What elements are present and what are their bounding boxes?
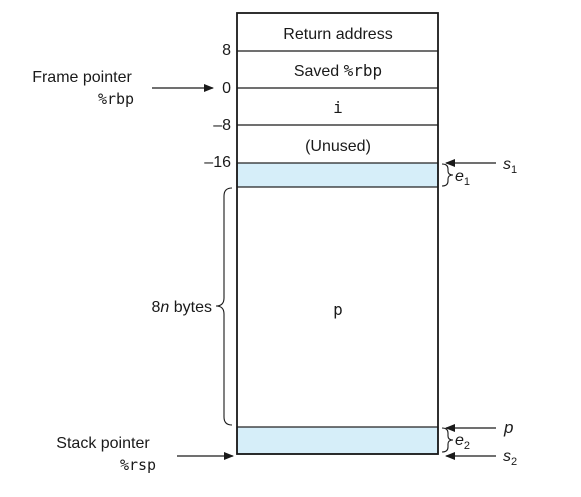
frame-pointer-register: %rbp xyxy=(98,90,134,108)
e2-label: e2 xyxy=(455,432,470,452)
cell-unused: (Unused) xyxy=(305,138,371,155)
offset-8: 8 xyxy=(222,42,231,59)
shaded-region-bottom xyxy=(236,426,439,455)
e1-brace xyxy=(441,163,454,187)
offset-minus-8: –8 xyxy=(213,117,231,134)
stack-frame-box xyxy=(236,12,439,455)
cell-p: p xyxy=(333,300,343,319)
frame-pointer-label: Frame pointer xyxy=(32,69,132,86)
bytes-label: 8n bytes xyxy=(152,299,213,316)
bytes-brace xyxy=(215,187,233,426)
s2-label: s2 xyxy=(503,448,517,468)
offset-minus-16: –16 xyxy=(204,154,231,171)
e1-label: e1 xyxy=(455,168,470,188)
shaded-region-top xyxy=(236,162,439,188)
stack-pointer-label: Stack pointer xyxy=(56,435,150,452)
cell-return-address: Return address xyxy=(283,26,392,43)
cell-saved-rbp: Saved %rbp xyxy=(294,61,382,80)
offset-0: 0 xyxy=(222,80,231,97)
p-marker-label: p xyxy=(503,418,513,437)
cell-i: i xyxy=(333,98,343,117)
s1-label: s1 xyxy=(503,156,517,176)
stack-pointer-register: %rsp xyxy=(120,456,156,474)
e2-brace xyxy=(441,427,454,453)
